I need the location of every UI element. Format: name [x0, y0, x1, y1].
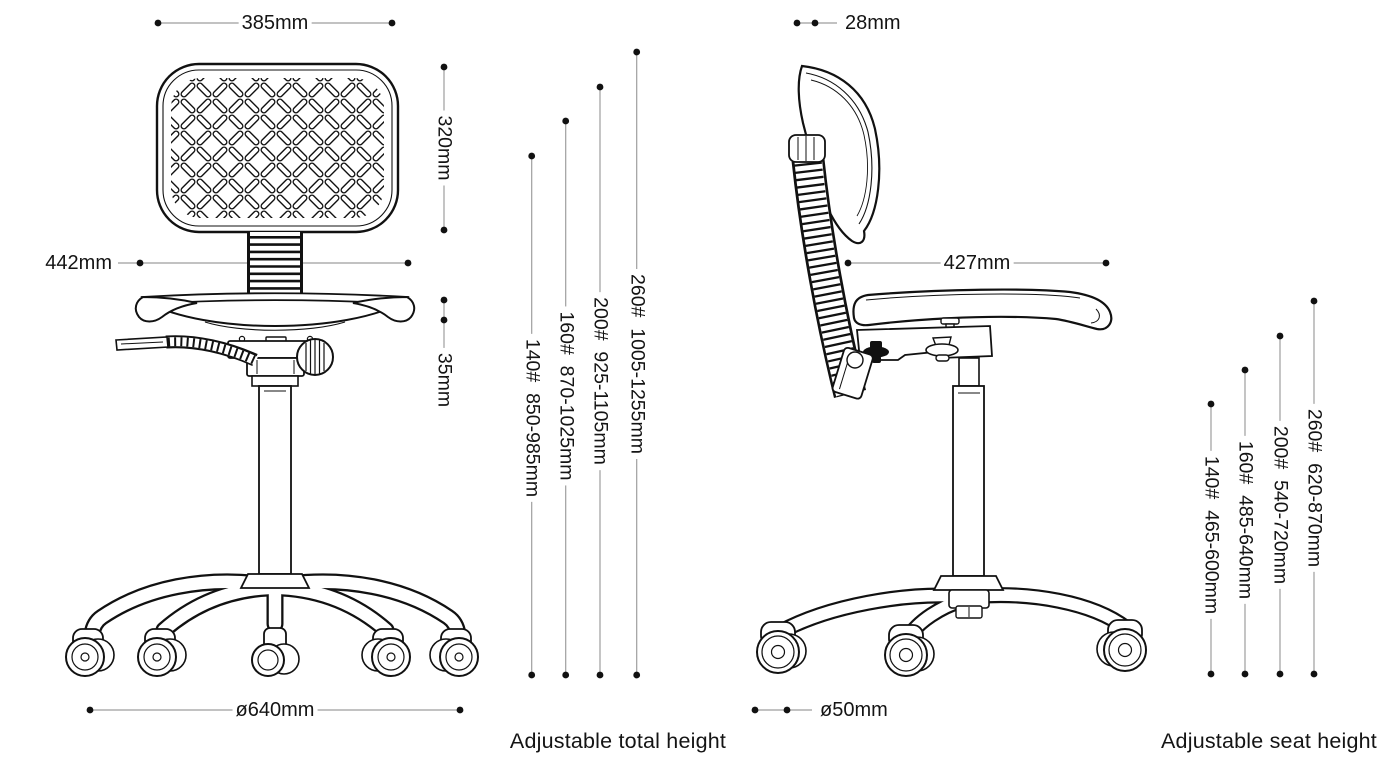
dimension-dots [86, 19, 1318, 714]
base-hub-side [932, 575, 1005, 591]
side-view-drawing [756, 64, 1147, 677]
front-view-drawing [65, 62, 479, 677]
seat-mechanism-side [831, 317, 993, 400]
adjustment-lever [115, 335, 258, 366]
seat-depth-label: 427mm [940, 252, 1014, 274]
caster-front-1 [65, 628, 115, 677]
base-diameter-label: ø640mm [232, 699, 318, 721]
seat-front [134, 292, 416, 345]
backrest-side [797, 64, 881, 245]
caster-diameter-label: ø50mm [817, 699, 891, 721]
caster-side-3 [1096, 619, 1147, 672]
caster-front-5 [429, 628, 479, 677]
caster-front-2 [137, 628, 187, 677]
seat-height-label-160: 160# 485-640mm [1234, 435, 1257, 605]
total-height-label-200: 200# 925-1105mm [589, 292, 612, 470]
total-height-label-160: 160# 870-1025mm [554, 306, 577, 486]
seat-height-label-140: 140# 465-600mm [1200, 450, 1223, 620]
seat-thickness-label: 35mm [433, 347, 456, 413]
backrest-thickness-label: 28mm [842, 12, 904, 34]
adjustment-knob-front [296, 338, 334, 376]
caster-front-4 [361, 628, 411, 677]
total-height-label-140: 140# 850-985mm [520, 333, 543, 503]
seat-height-label-200: 200# 540-720mm [1269, 420, 1292, 590]
base-hub-front [239, 573, 311, 589]
total-height-label-260: 260# 1005-1255mm [625, 269, 648, 459]
gas-lift-side [952, 357, 985, 577]
backrest-height-label: 320mm [433, 110, 456, 186]
side-view-caption: Adjustable seat height [1161, 729, 1377, 754]
front-view-caption: Adjustable total height [509, 729, 727, 754]
gas-lift-front [251, 375, 299, 575]
backrest-front [155, 62, 400, 234]
caster-side-2 [884, 624, 935, 677]
base-front [65, 573, 479, 677]
seat-width-label: 442mm [42, 252, 115, 274]
seat-side [852, 288, 1113, 331]
seat-height-label-260: 260# 620-870mm [1303, 403, 1326, 573]
base-side [756, 575, 1147, 677]
caster-front-3 [251, 627, 300, 677]
backrest-width-label: 385mm [238, 12, 312, 34]
